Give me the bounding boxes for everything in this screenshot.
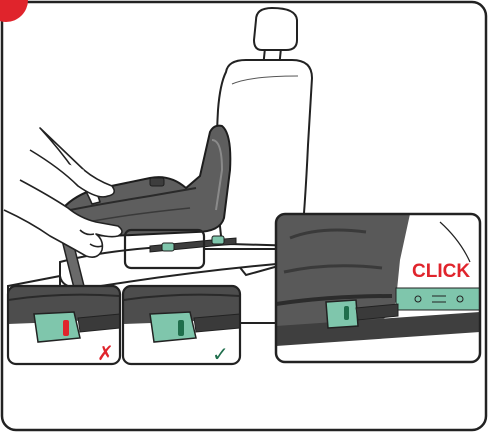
wrong-mark: ✗ <box>97 341 114 365</box>
correct-indicator-icon <box>178 320 184 336</box>
correct-mark: ✓ <box>212 342 229 366</box>
wrong-indicator-panel: ✗ <box>8 286 120 365</box>
wrong-indicator-icon <box>63 320 69 336</box>
correct-indicator-panel: ✓ <box>123 286 240 366</box>
click-label: CLICK <box>412 261 470 282</box>
zoom-click-panel: CLICK <box>276 214 480 362</box>
